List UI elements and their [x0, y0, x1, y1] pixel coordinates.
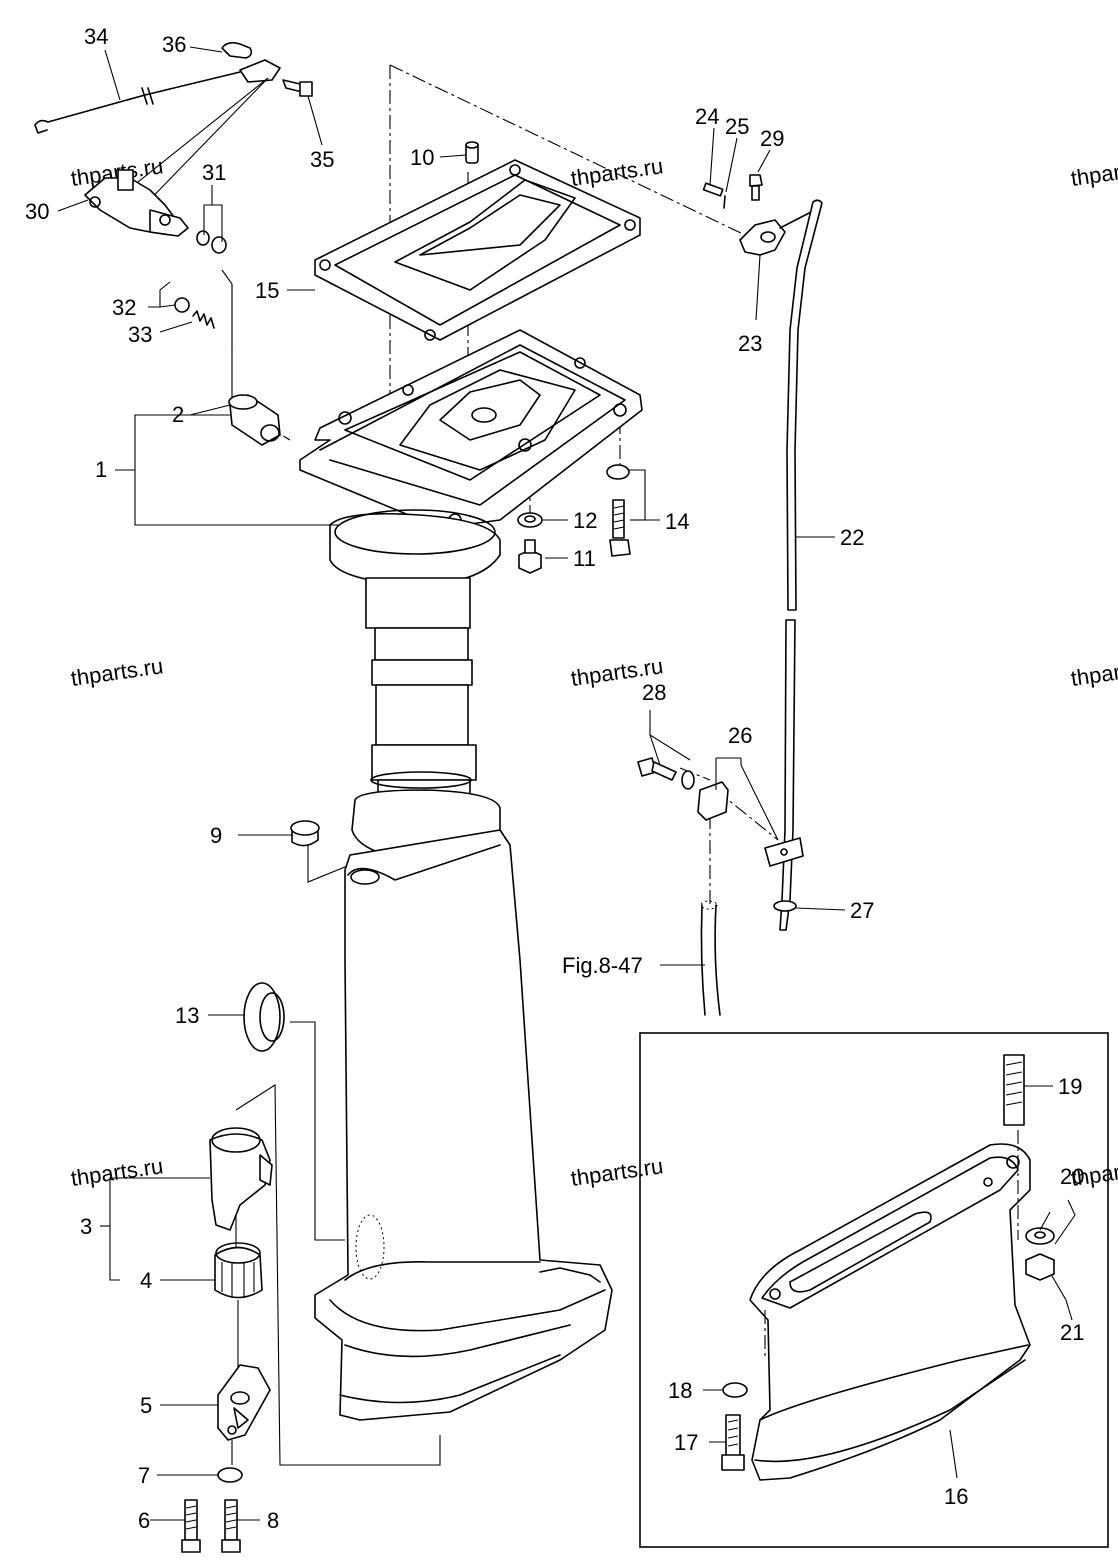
watermark: thparts.ru	[1069, 153, 1118, 191]
callout-18: 18	[668, 1378, 692, 1403]
lever-bracket-assembly	[702, 174, 816, 256]
watermark: thparts.ru	[69, 1153, 165, 1191]
callout-10: 10	[410, 145, 434, 170]
leader-lines	[57, 46, 1076, 1521]
callout-28: 28	[642, 680, 666, 705]
callout-17: 17	[674, 1430, 698, 1455]
callout-1: 1	[95, 457, 107, 482]
callout-4: 4	[140, 1268, 152, 1293]
watermark: thparts.ru	[569, 153, 665, 191]
callout-2: 2	[172, 402, 184, 427]
callout-8: 8	[267, 1508, 279, 1533]
callout-15: 15	[255, 278, 279, 303]
callout-14: 14	[665, 509, 689, 534]
figure-reference: Fig.8-47	[562, 953, 643, 978]
rod-clamp	[697, 781, 804, 867]
callout-7: 7	[138, 1463, 150, 1488]
gasket	[314, 159, 641, 341]
cam-lever-assembly	[34, 41, 313, 329]
dowel-pin	[465, 141, 479, 164]
callout-3: 3	[80, 1214, 92, 1239]
callout-36: 36	[162, 32, 186, 57]
callout-26-29: 29	[760, 126, 784, 151]
watermark: thparts.ru	[569, 1153, 665, 1191]
callout-21: 21	[1060, 1320, 1084, 1345]
callout-30: 30	[25, 199, 49, 224]
bolt-and-washer	[637, 757, 695, 790]
callout-5: 5	[140, 1393, 152, 1418]
callout-11: 11	[573, 546, 596, 571]
watermark: thparts.ru	[69, 653, 165, 691]
callout-25: 25	[725, 114, 749, 139]
callout-32: 32	[112, 295, 136, 320]
callout-26: 26	[728, 723, 752, 748]
callout-16: 16	[944, 1484, 968, 1509]
callout-35: 35	[310, 147, 334, 172]
callout-27: 27	[850, 898, 874, 923]
callout-19: 19	[1058, 1074, 1082, 1099]
inset-box	[639, 1032, 1109, 1548]
washer-nut-bolt	[517, 464, 631, 574]
shift-rod	[773, 199, 823, 931]
watermark: thparts.ru	[1069, 653, 1118, 691]
callout-20: 20	[1060, 1164, 1084, 1189]
callout-34: 34	[84, 24, 108, 49]
cable-reference	[700, 900, 721, 1016]
callout-numbers: 1 2 3 4 5 6 7 8 9 10 11 12 13 14 15 16 1…	[25, 24, 1084, 1533]
watermarks: thparts.ru thparts.ru thparts.ru thparts…	[69, 153, 1118, 1191]
lower-left-parts	[181, 982, 285, 1553]
callout-33: 33	[128, 322, 152, 347]
lower-casing-leg	[314, 829, 613, 1421]
callout-23: 23	[738, 331, 762, 356]
callout-13: 13	[175, 1003, 199, 1028]
upper-casing	[299, 329, 643, 861]
callout-24: 24	[695, 104, 719, 129]
callout-22: 22	[840, 525, 864, 550]
drain-plug	[290, 820, 320, 847]
bushing	[228, 394, 281, 446]
callout-31: 31	[202, 160, 226, 185]
callout-6: 6	[138, 1508, 150, 1533]
callout-9: 9	[210, 823, 222, 848]
callout-12: 12	[573, 508, 597, 533]
